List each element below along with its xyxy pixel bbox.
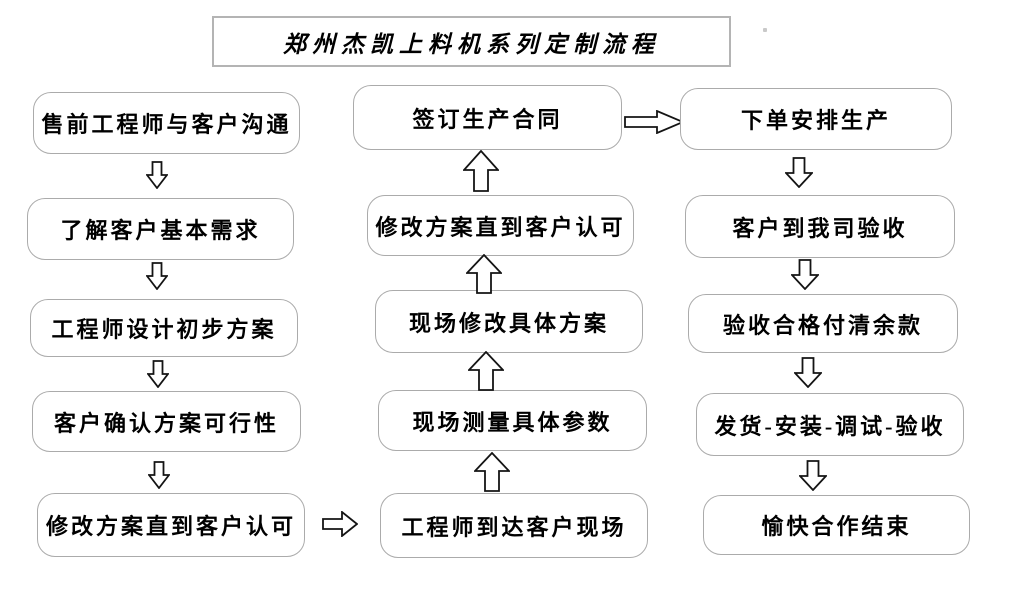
- up-arrow-icon: [463, 150, 499, 192]
- flow-step-label: 售前工程师与客户沟通: [41, 112, 292, 137]
- step-sign-contract: 签订生产合同: [353, 85, 622, 150]
- flow-step-label: 修改方案直到客户认可: [375, 214, 626, 240]
- down-arrow-icon: [148, 461, 170, 489]
- flow-step-label: 愉快合作结束: [761, 514, 912, 539]
- title-box: 郑州杰凯上料机系列定制流程: [212, 16, 731, 67]
- step-revise-until-approved: 修改方案直到客户认可: [37, 493, 305, 557]
- right-arrow-icon: [322, 511, 358, 537]
- flow-step-label: 签订生产合同: [412, 106, 563, 132]
- step-onsite-revise-plan: 现场修改具体方案: [375, 290, 643, 353]
- flow-step-label: 客户到我司验收: [732, 215, 908, 241]
- flow-step-label: 现场修改具体方案: [408, 310, 609, 336]
- step-place-order-production: 下单安排生产: [680, 88, 952, 150]
- down-arrow-icon: [794, 357, 822, 388]
- step-confirm-feasibility: 客户确认方案可行性: [32, 391, 301, 452]
- flow-step-label: 工程师到达客户现场: [401, 514, 627, 540]
- down-arrow-icon: [146, 161, 168, 189]
- step-revise-until-approved-onsite: 修改方案直到客户认可: [367, 195, 634, 256]
- flow-step-label: 现场测量具体参数: [412, 409, 613, 435]
- flow-step-label: 验收合格付清余款: [722, 312, 923, 338]
- flow-step-label: 发货-安装-调试-验收: [714, 413, 946, 439]
- flow-step-label: 客户确认方案可行性: [53, 410, 279, 436]
- down-arrow-icon: [799, 460, 827, 491]
- up-arrow-icon: [474, 452, 510, 492]
- flow-step-label: 下单安排生产: [740, 108, 891, 133]
- down-arrow-icon: [791, 259, 819, 290]
- step-ship-install-debug-accept: 发货-安装-调试-验收: [696, 393, 964, 456]
- up-arrow-icon: [468, 351, 504, 391]
- step-pay-balance: 验收合格付清余款: [688, 294, 958, 353]
- up-arrow-icon: [466, 254, 502, 294]
- flow-step-label: 了解客户基本需求: [60, 218, 261, 243]
- down-arrow-icon: [146, 262, 168, 290]
- flow-step-label: 工程师设计初步方案: [51, 317, 277, 342]
- right-arrow-icon: [624, 110, 684, 134]
- step-presales-communication: 售前工程师与客户沟通: [33, 92, 300, 154]
- step-engineer-arrives-site: 工程师到达客户现场: [380, 493, 648, 558]
- step-cooperation-end: 愉快合作结束: [703, 495, 970, 555]
- step-initial-design: 工程师设计初步方案: [30, 299, 298, 357]
- down-arrow-icon: [785, 157, 813, 188]
- step-onsite-measure-params: 现场测量具体参数: [378, 390, 647, 451]
- down-arrow-icon: [147, 360, 169, 388]
- artifact-dot: [763, 28, 767, 32]
- step-customer-acceptance-visit: 客户到我司验收: [685, 195, 955, 258]
- step-understand-needs: 了解客户基本需求: [27, 198, 294, 260]
- flow-step-label: 修改方案直到客户认可: [45, 514, 296, 539]
- page-title: 郑州杰凯上料机系列定制流程: [283, 31, 660, 57]
